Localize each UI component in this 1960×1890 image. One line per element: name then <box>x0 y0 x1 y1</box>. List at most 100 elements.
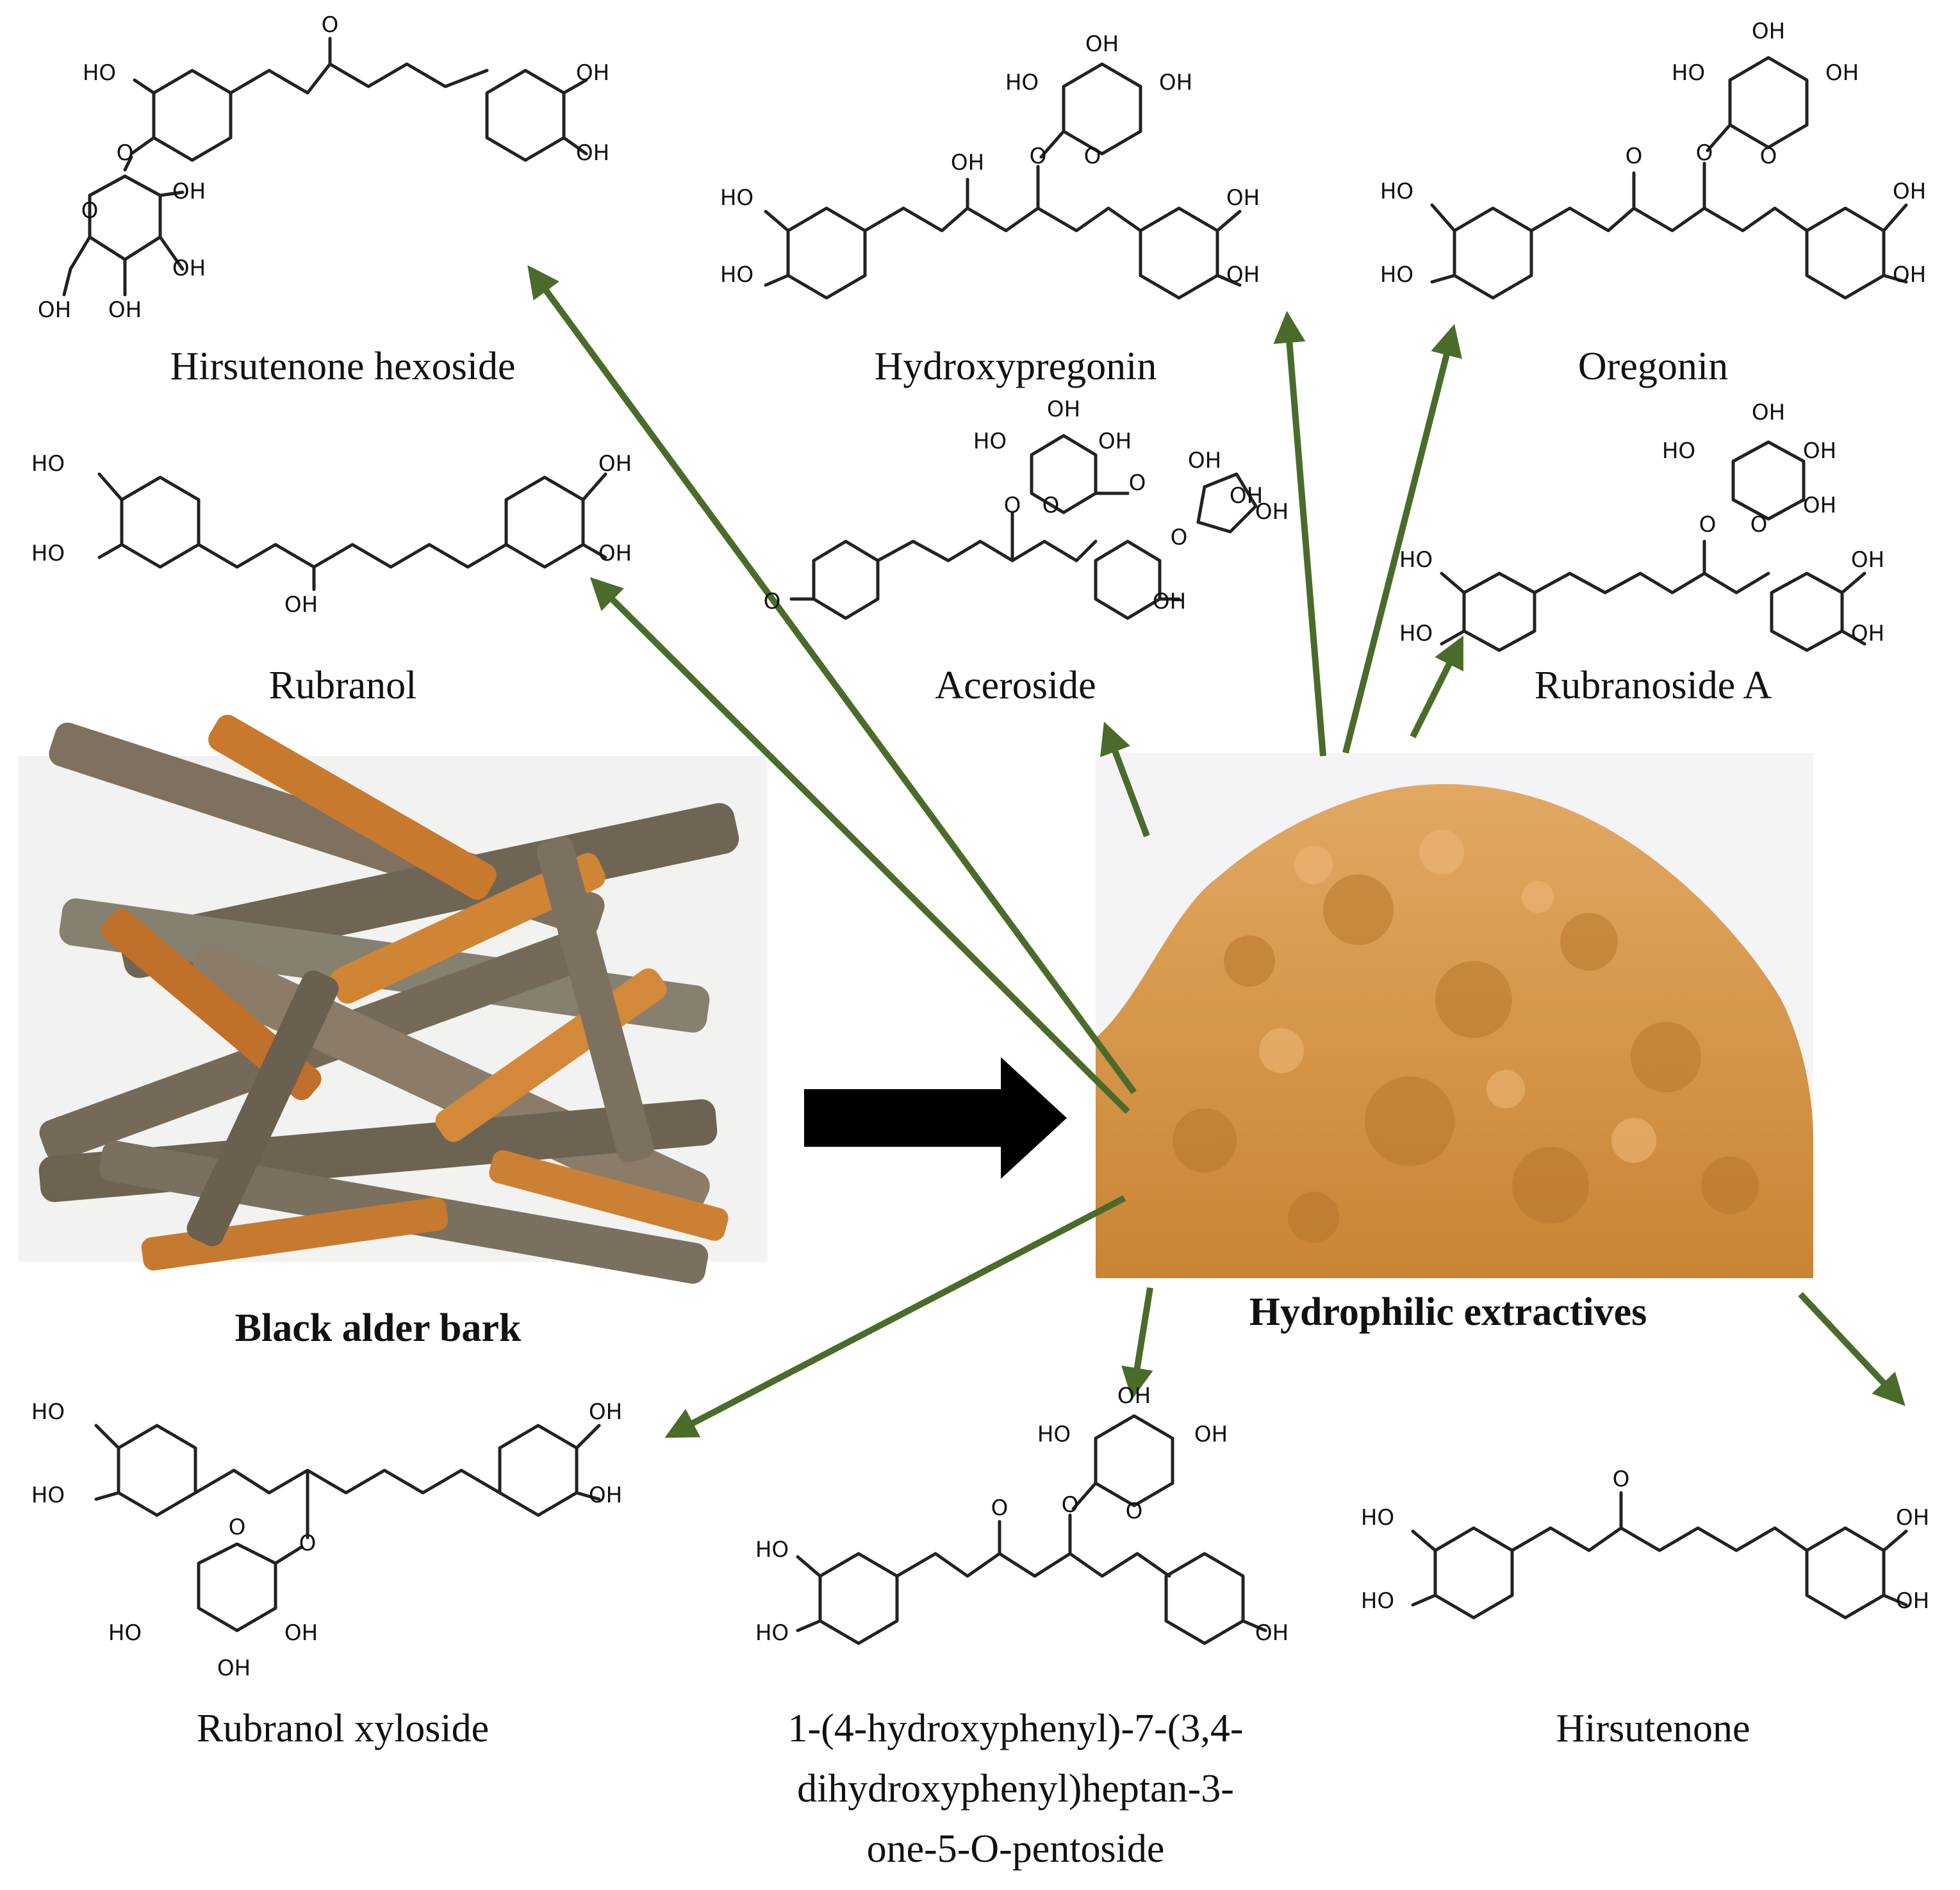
atom-label-o: O <box>322 12 339 38</box>
atom-label-oh: OH <box>1194 1422 1228 1447</box>
atom-label-oh: OH <box>1047 397 1080 422</box>
atom-label-ho: HO <box>1005 70 1039 95</box>
compound-name-hirsutenone-hexoside: Hirsutenone hexoside <box>170 345 516 388</box>
atom-label-oh: OH <box>1153 589 1186 614</box>
atom-label-ho: HO <box>720 185 754 211</box>
atom-label-o: O <box>117 140 134 166</box>
atom-label-ho: HO <box>108 1620 142 1646</box>
compound-name-hirsutenone: Hirsutenone <box>1556 1707 1750 1750</box>
compound-name-hydroxypregonin: Hydroxypregonin <box>875 345 1157 388</box>
structure-rubranoside-a <box>1440 440 1866 652</box>
atom-label-oh: OH <box>1893 262 1926 288</box>
atom-label-ho: HO <box>755 1537 789 1563</box>
product-label: Hydrophilic extractives <box>1249 1290 1647 1334</box>
atom-label-oh: OH <box>1159 70 1192 95</box>
compound-name-aceroside: Aceroside <box>935 664 1096 707</box>
atom-label-oh: OH <box>1085 31 1119 57</box>
atom-label-o: O <box>1004 493 1021 518</box>
atom-label-o: O <box>81 198 99 224</box>
atom-label-oh: OH <box>1117 1383 1151 1409</box>
compound-name-heptanone-line-2: dihydroxyphenyl)heptan-3- <box>797 1767 1234 1811</box>
structure-heptanone-pentoside <box>796 1414 1267 1645</box>
atom-label-oh: OH <box>1255 499 1289 525</box>
atom-label-ho: HO <box>1037 1422 1071 1447</box>
compound-arrows <box>527 265 1906 1438</box>
structure-aceroside <box>789 434 1258 620</box>
atom-label-oh: OH <box>951 150 984 176</box>
atom-label-oh: OH <box>1188 448 1221 473</box>
compound-name-oregonin: Oregonin <box>1578 345 1728 388</box>
source-label: Black alder bark <box>235 1306 522 1350</box>
atom-label-ho: HO <box>31 1399 65 1425</box>
atom-label-oh: OH <box>1825 60 1859 86</box>
atom-label-oh: OH <box>1098 429 1132 454</box>
atom-label-ho: HO <box>31 1483 65 1508</box>
atom-label-o: O <box>1129 470 1146 496</box>
hydrophilic-extractives-photo <box>1096 753 1813 1278</box>
atom-label-oh: OH <box>1896 1588 1929 1614</box>
atom-label-oh: OH <box>589 1483 622 1508</box>
structure-hirsutenone-hexoside <box>62 37 588 297</box>
atom-label-ho: HO <box>1399 621 1433 646</box>
atom-label-oh: OH <box>1893 179 1926 204</box>
atom-label-ho: HO <box>973 429 1007 454</box>
atom-label-oh: OH <box>1803 493 1836 518</box>
atom-label-ho: HO <box>31 451 65 477</box>
atom-label-oh: OH <box>598 541 632 566</box>
atom-label-ho: HO <box>1399 547 1433 573</box>
atom-label-oh: OH <box>589 1399 622 1425</box>
compound-name-rubranol-xyloside: Rubranol xyloside <box>197 1707 489 1750</box>
atom-label-oh: OH <box>1752 19 1785 44</box>
structure-rubranol-xyloside <box>94 1424 601 1632</box>
atom-label-o: O <box>991 1495 1009 1521</box>
atom-label-o: O <box>1126 1499 1143 1524</box>
compound-name-heptanone-line-3: one-5-O-pentoside <box>867 1827 1165 1871</box>
structure-rubranol <box>97 472 607 591</box>
atom-label-oh: OH <box>1255 1620 1289 1646</box>
black-alder-bark-photo <box>18 714 768 1284</box>
atom-label-oh: OH <box>1752 400 1785 425</box>
atom-label-oh: OH <box>1896 1505 1929 1531</box>
structure-hydroxypregonin <box>764 62 1242 300</box>
atom-label-oh: OH <box>1851 621 1884 646</box>
atom-label-o: O <box>1613 1467 1630 1492</box>
atom-label-oh: OH <box>172 179 206 204</box>
atom-label-ho: HO <box>83 60 116 86</box>
atom-label-oh: OH <box>1851 547 1884 573</box>
structure-hirsutenone <box>1411 1491 1908 1620</box>
main-process-arrow <box>804 1057 1067 1179</box>
atom-label-ho: HO <box>755 1620 789 1646</box>
atom-label-o: O <box>1750 512 1768 538</box>
atom-label-oh: OH <box>217 1656 251 1681</box>
atom-label-o: O <box>1062 1492 1079 1518</box>
atom-label-o: O <box>1042 493 1060 518</box>
atom-label-oh: OH <box>1226 262 1260 288</box>
atom-label-oh: OH <box>1803 438 1836 464</box>
atom-label-o: O <box>1171 525 1188 550</box>
atom-label-oh: OH <box>1226 185 1260 211</box>
atom-label-o: O <box>1626 144 1643 169</box>
atom-label-oh: OH <box>108 297 142 323</box>
atom-label-o: O <box>1699 512 1717 538</box>
atom-label-o: O <box>1084 144 1101 169</box>
atom-label-ho: HO <box>1672 60 1705 86</box>
atom-label-o: O <box>299 1531 317 1556</box>
atom-label-oh: OH <box>284 1620 318 1646</box>
atom-label-o: O <box>764 589 781 614</box>
atom-label-ho: HO <box>1361 1588 1394 1614</box>
atom-label-o: O <box>1030 144 1047 169</box>
atom-label-ho: HO <box>1380 262 1413 288</box>
atom-label-o: O <box>1760 144 1777 169</box>
structure-oregonin <box>1430 56 1908 300</box>
compound-name-heptanone-line-1: 1-(4-hydroxyphenyl)-7-(3,4- <box>787 1707 1243 1750</box>
atom-label-oh: OH <box>38 297 71 323</box>
atom-label-ho: HO <box>720 262 754 288</box>
atom-label-oh: OH <box>284 592 318 618</box>
atom-label-ho: HO <box>1662 438 1695 464</box>
atom-label-o: O <box>229 1515 246 1540</box>
atom-label-ho: HO <box>1380 179 1413 204</box>
compound-name-rubranol: Rubranol <box>269 664 417 707</box>
atom-label-ho: HO <box>31 541 65 566</box>
